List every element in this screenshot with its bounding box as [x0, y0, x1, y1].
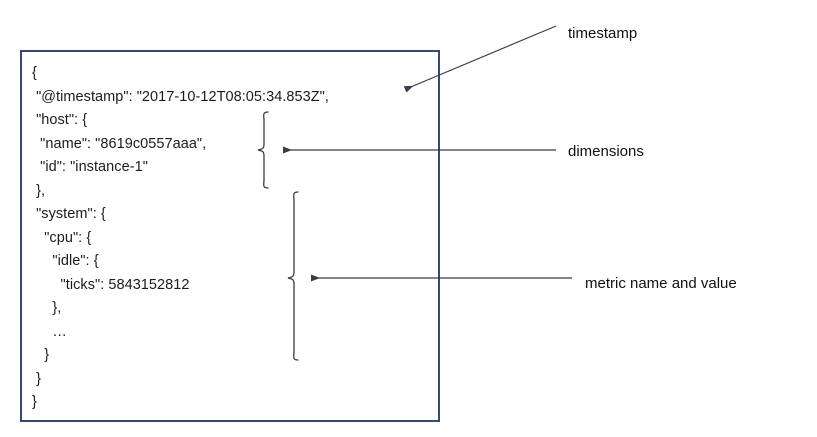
annotation-label-timestamp: timestamp [568, 25, 638, 42]
json-document-text: { "@timestamp": "2017-10-12T08:05:34.853… [32, 65, 329, 410]
json-document-box: { "@timestamp": "2017-10-12T08:05:34.853… [20, 50, 440, 422]
annotation-label-dimensions: dimensions [568, 143, 644, 160]
annotation-label-metric: metric name and value [585, 275, 737, 292]
